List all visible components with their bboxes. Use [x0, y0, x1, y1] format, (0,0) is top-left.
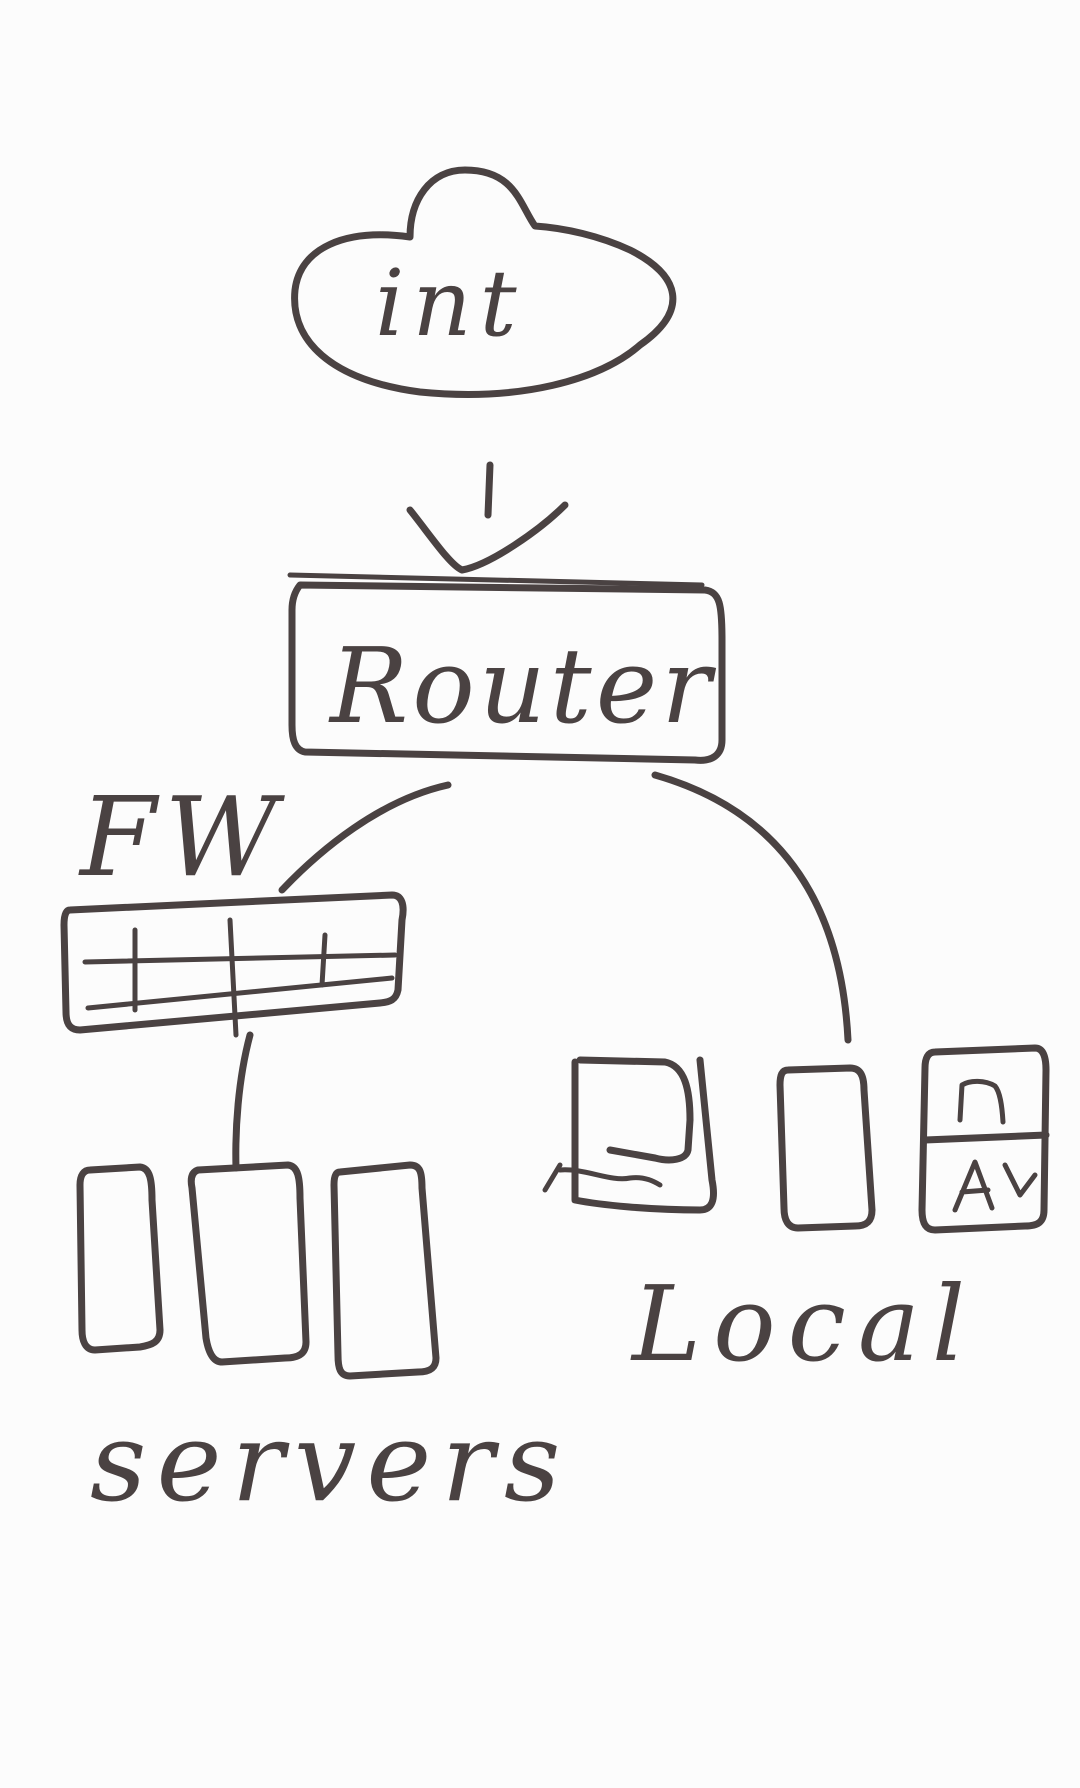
server-tower-icon	[187, 1161, 310, 1366]
storage-device-icon	[918, 1044, 1050, 1234]
laptop-keyboard	[557, 1167, 663, 1188]
edge-router-local	[651, 771, 852, 1044]
arrow-shaft	[484, 461, 494, 519]
cloud-icon	[291, 166, 677, 398]
arrow-head-icon	[406, 501, 569, 574]
firewall-label: FW	[78, 773, 285, 901]
local-label: Local	[630, 1263, 977, 1385]
firewall-brick-icon	[60, 891, 407, 1038]
laptop-edge	[542, 1162, 563, 1193]
edge-firewall-servers	[232, 1031, 254, 1172]
laptop-base	[571, 1056, 717, 1214]
laptop-icon	[542, 1056, 717, 1214]
firewall-line-1	[82, 952, 398, 965]
edge-router-firewall	[278, 781, 452, 894]
internet-label: int	[375, 250, 525, 357]
tower-pc-icon	[776, 1064, 876, 1232]
firewall-brick-3	[319, 932, 328, 988]
laptop-screen	[576, 1056, 694, 1164]
servers-label: servers	[90, 1398, 570, 1526]
storage-divider	[921, 1131, 1050, 1144]
firewall-node: FW	[60, 773, 407, 1038]
router-node: Router	[287, 572, 726, 764]
storage-box	[918, 1044, 1050, 1234]
storage-bottom-mark	[952, 1159, 1038, 1213]
servers-node: servers	[76, 1161, 570, 1526]
router-label: Router	[328, 625, 716, 747]
firewall-line-2	[85, 975, 395, 1011]
internet-node: int	[291, 166, 677, 398]
firewall-box	[60, 891, 407, 1034]
router-top-line	[287, 572, 705, 588]
server-tower-icon	[330, 1161, 440, 1380]
router-box-icon	[288, 581, 726, 764]
firewall-brick-2	[227, 917, 239, 1038]
storage-top-mark	[957, 1078, 1006, 1125]
local-node: Local	[542, 1044, 1050, 1385]
server-tower-icon	[76, 1163, 164, 1354]
edge-internet-router	[406, 461, 569, 574]
